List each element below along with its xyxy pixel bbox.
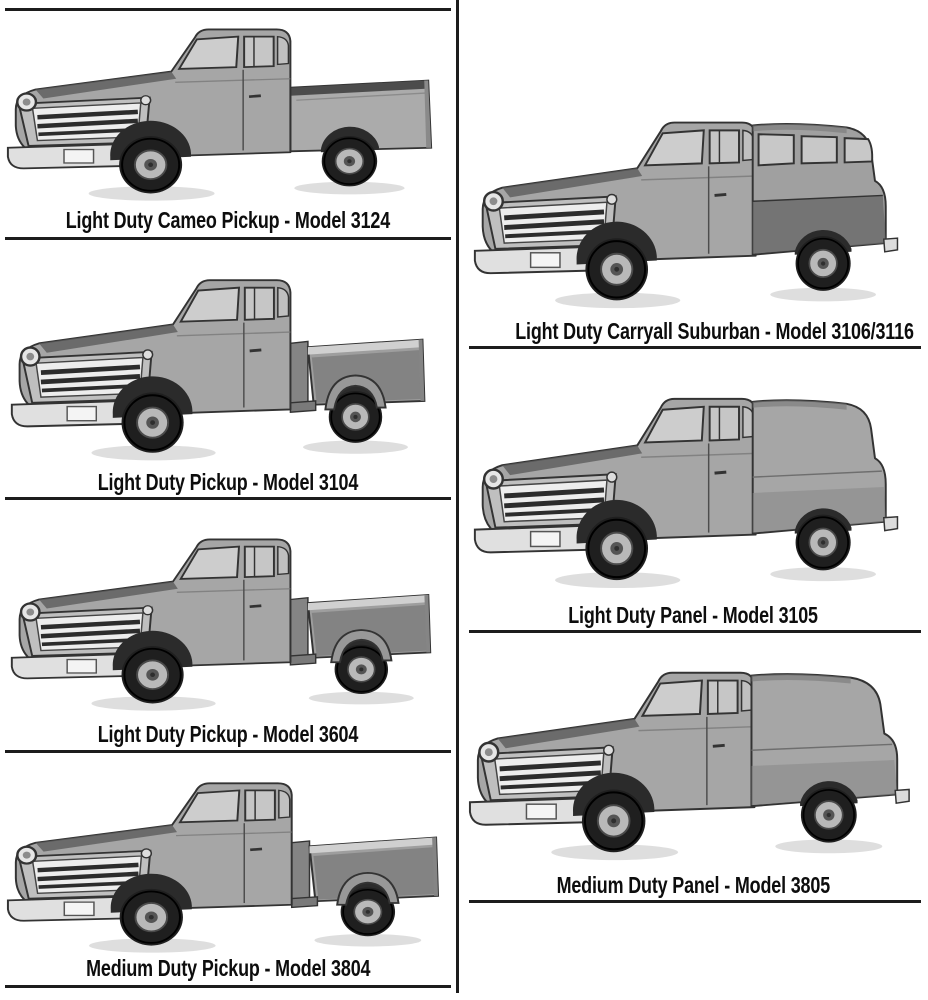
model-caption-text: Light Duty Pickup - Model 3604: [97, 721, 359, 747]
model-caption-text: Light Duty Cameo Pickup - Model 3124: [65, 207, 391, 233]
model-caption: Light Duty Cameo Pickup - Model 3124: [0, 206, 456, 234]
left-column: Light Duty Cameo Pickup - Model 3124 Lig…: [0, 0, 456, 1000]
figure-panel-3805: [464, 658, 920, 866]
truck-image-suburban: [469, 108, 899, 309]
separator-line: [469, 900, 921, 903]
figure-panel-3105: [469, 384, 919, 594]
separator-line: [469, 630, 921, 633]
truck-image-pickup-3804: [2, 770, 440, 953]
figure-pickup-3104: [6, 266, 438, 466]
figure-cameo-pickup: [2, 16, 440, 206]
column-divider: [456, 0, 459, 993]
model-caption: Light Duty Carryall Suburban - Model 310…: [459, 317, 928, 345]
truck-image-cameo-pickup: [2, 16, 433, 201]
truck-image-pickup-3104: [6, 266, 426, 461]
truck-image-panel-3805: [464, 658, 910, 861]
figure-suburban: [469, 108, 919, 314]
separator-line: [5, 985, 451, 988]
model-caption-text: Medium Duty Panel - Model 3805: [556, 872, 831, 898]
model-caption: Medium Duty Pickup - Model 3804: [0, 954, 456, 982]
model-caption: Medium Duty Panel - Model 3805: [459, 871, 928, 899]
model-caption: Light Duty Pickup - Model 3604: [0, 720, 456, 748]
separator-line-top: [5, 8, 451, 11]
model-caption-text: Light Duty Carryall Suburban - Model 310…: [515, 318, 914, 344]
separator-line: [469, 346, 921, 349]
model-caption: Light Duty Pickup - Model 3104: [0, 468, 456, 496]
figure-pickup-3604: [6, 526, 438, 716]
model-caption-text: Light Duty Pickup - Model 3104: [97, 469, 359, 495]
separator-line: [5, 237, 451, 240]
model-caption-text: Medium Duty Pickup - Model 3804: [85, 955, 371, 981]
model-caption-text: Light Duty Panel - Model 3105: [568, 602, 819, 628]
separator-line: [5, 750, 451, 753]
separator-line: [5, 497, 451, 500]
figure-pickup-3804: [2, 770, 442, 958]
model-caption: Light Duty Panel - Model 3105: [459, 601, 928, 629]
right-column: Light Duty Carryall Suburban - Model 310…: [459, 0, 928, 1000]
truck-image-pickup-3604: [6, 526, 432, 711]
truck-image-panel-3105: [469, 384, 899, 589]
